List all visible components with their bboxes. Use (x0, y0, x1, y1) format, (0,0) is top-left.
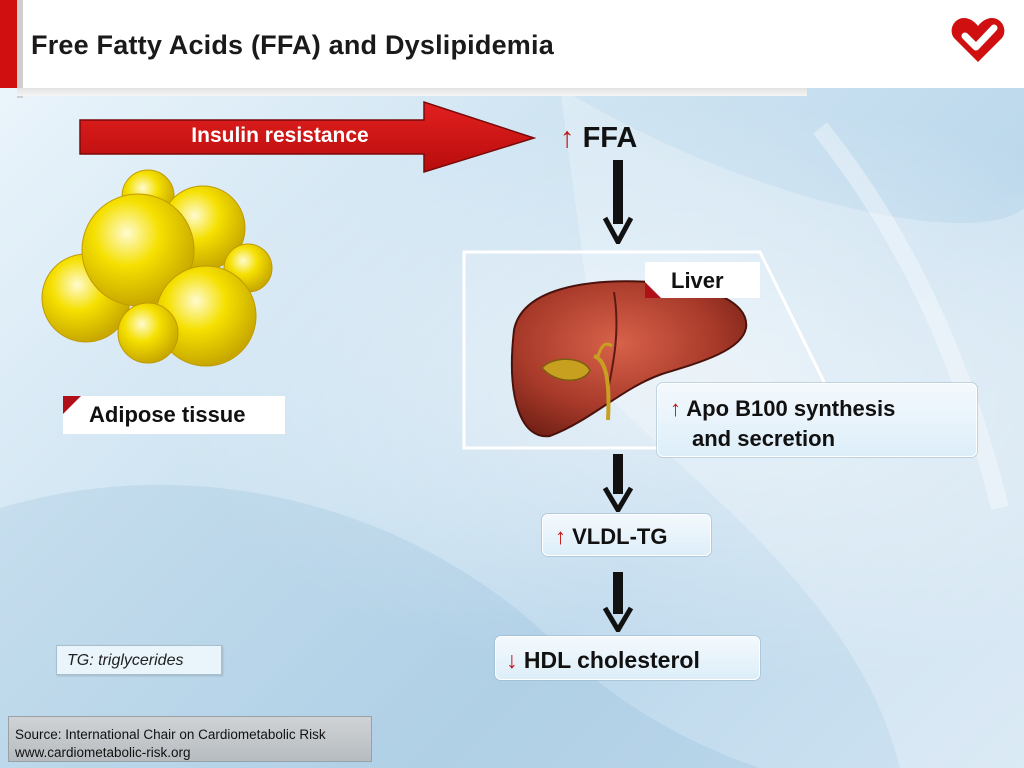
adipose-tissue-text: Adipose tissue (89, 402, 246, 427)
adipose-tissue-label: Adipose tissue (63, 396, 285, 434)
heart-checkmark-logo-icon (951, 18, 1005, 62)
header-divider (17, 88, 807, 96)
down-arrow-symbol: ↓ (506, 647, 518, 673)
ffa-increase: ↑ FFA (560, 122, 637, 155)
fat-cells-icon (41, 169, 273, 367)
liver-label: Liver (645, 262, 760, 298)
apo-b100-text: Apo B100 synthesis (686, 396, 896, 421)
vldl-tg-text: VLDL-TG (572, 524, 668, 549)
abbreviation-note: TG: triglycerides (56, 645, 222, 675)
source-url: www.cardiometabolic-risk.org (15, 745, 191, 760)
label-corner-marker (645, 282, 661, 298)
header-accent-bar (0, 0, 17, 88)
up-arrow-symbol: ↑ (670, 396, 681, 421)
slide-header: Free Fatty Acids (FFA) and Dyslipidemia (0, 0, 1024, 98)
vldl-tg-box: ↑ VLDL-TG (542, 514, 711, 556)
liver-icon (510, 280, 748, 438)
insulin-resistance-arrow (79, 100, 537, 174)
header-grey-bar (17, 0, 23, 98)
source-note: Source: International Chair on Cardiomet… (8, 716, 372, 762)
up-arrow-symbol: ↑ (555, 524, 566, 549)
down-arrow-icon (603, 572, 633, 632)
apo-b100-line2: and secretion (692, 426, 836, 451)
hdl-cholesterol-box: ↓ HDL cholesterol (495, 636, 760, 680)
source-line: Source: International Chair on Cardiomet… (15, 727, 326, 742)
apo-b100-box: ↑ Apo B100 synthesis and secretion (657, 383, 977, 457)
hdl-cholesterol-text: HDL cholesterol (523, 647, 700, 673)
ffa-label: FFA (582, 122, 638, 154)
apo-b100-line1: ↑ Apo B100 synthesis (670, 394, 976, 424)
liver-text: Liver (671, 268, 724, 293)
label-corner-marker (63, 396, 81, 414)
slide-title: Free Fatty Acids (FFA) and Dyslipidemia (31, 30, 554, 60)
up-arrow-symbol: ↑ (560, 122, 575, 154)
down-arrow-icon (603, 160, 633, 244)
insulin-resistance-label: Insulin resistance (191, 124, 369, 147)
down-arrow-icon (603, 454, 633, 512)
